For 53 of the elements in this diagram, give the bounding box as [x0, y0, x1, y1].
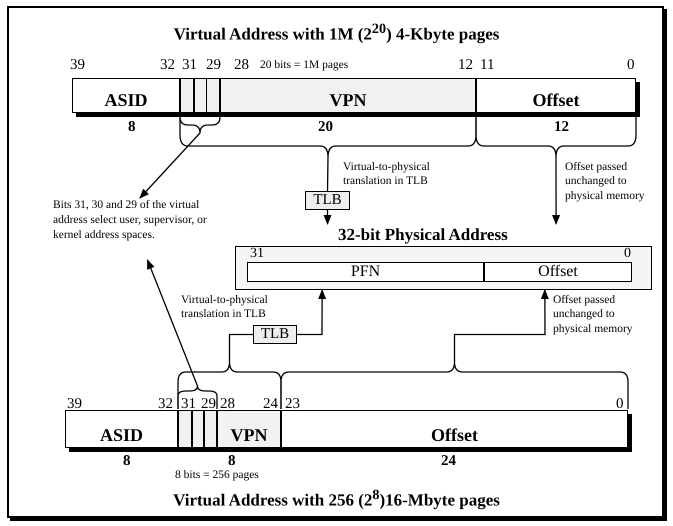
- brace-arrow: [297, 289, 326, 336]
- bit-number: 39: [67, 397, 82, 412]
- diagram-caption: Virtual Address with 256 (2$^{8}$)16-Mbyte pages: [172, 488, 501, 509]
- brace-arrow: [280, 289, 629, 410]
- bit-number: 0: [616, 397, 624, 412]
- note-text: Bits 31, 30 and 29 of the virtual address select user, supervisor, or kernel address spaces.: [53, 198, 228, 260]
- bit-number: 29: [206, 58, 221, 73]
- field-width: 24: [441, 454, 456, 469]
- bit-number: 24: [263, 397, 278, 412]
- register-field: Offset: [281, 410, 628, 448]
- register-field: ASID: [65, 410, 178, 448]
- bit-field-group: [180, 78, 220, 113]
- field-width: 12: [554, 120, 569, 135]
- bit-number: 0: [627, 58, 634, 73]
- register-field: ASID: [72, 78, 180, 113]
- bit-number: 32: [160, 58, 175, 73]
- register-field: PFN: [247, 262, 484, 282]
- brace-arrow: [475, 116, 637, 225]
- bit-number: 12: [458, 58, 473, 73]
- annotation: Offset passed unchanged to physical memory: [553, 293, 634, 336]
- bit-number: 39: [70, 58, 85, 73]
- register-field: VPN: [220, 78, 476, 113]
- annotation: Offset passed unchanged to physical memory: [565, 160, 646, 204]
- bit-number: 32: [158, 397, 173, 412]
- diagram-title: Virtual Address with 1M (2$^{20}$) 4-Kbyte pages: [172, 22, 500, 43]
- annotation: Virtual-to-physical translation in TLB: [181, 293, 269, 322]
- field-width: 8: [228, 454, 236, 469]
- annotation: 8 bits = 256 pages: [175, 470, 259, 482]
- bit-number: 23: [285, 397, 300, 412]
- bit-number: 31: [181, 397, 196, 412]
- bit-number: 31: [250, 247, 264, 261]
- field-width: 8: [123, 454, 130, 469]
- register-field: Offset: [476, 78, 636, 113]
- register-field: VPN: [217, 410, 281, 448]
- brace-arrow: [146, 259, 218, 410]
- field-width: 8: [128, 120, 136, 135]
- bit-number: 28: [220, 397, 235, 412]
- bit-field-group: [178, 410, 217, 448]
- brace-connector: [179, 116, 477, 192]
- bit-number: 31: [182, 58, 197, 73]
- bit-number: 29: [201, 397, 216, 412]
- bit-number: 11: [480, 58, 494, 73]
- brace-connector: [177, 334, 282, 410]
- brace-arrow: [139, 116, 221, 199]
- panel-heading: 32-bit Physical Address: [338, 226, 508, 243]
- field-width: 20: [318, 120, 333, 135]
- tlb-box: TLB: [253, 325, 297, 344]
- bit-number: 0: [624, 247, 631, 261]
- brace-arrow: [324, 210, 332, 225]
- bit-number: 28: [234, 58, 249, 73]
- tlb-box: TLB: [305, 191, 350, 210]
- annotation: Virtual-to-physical translation in TLB: [343, 160, 431, 189]
- register-field: Offset: [484, 262, 632, 282]
